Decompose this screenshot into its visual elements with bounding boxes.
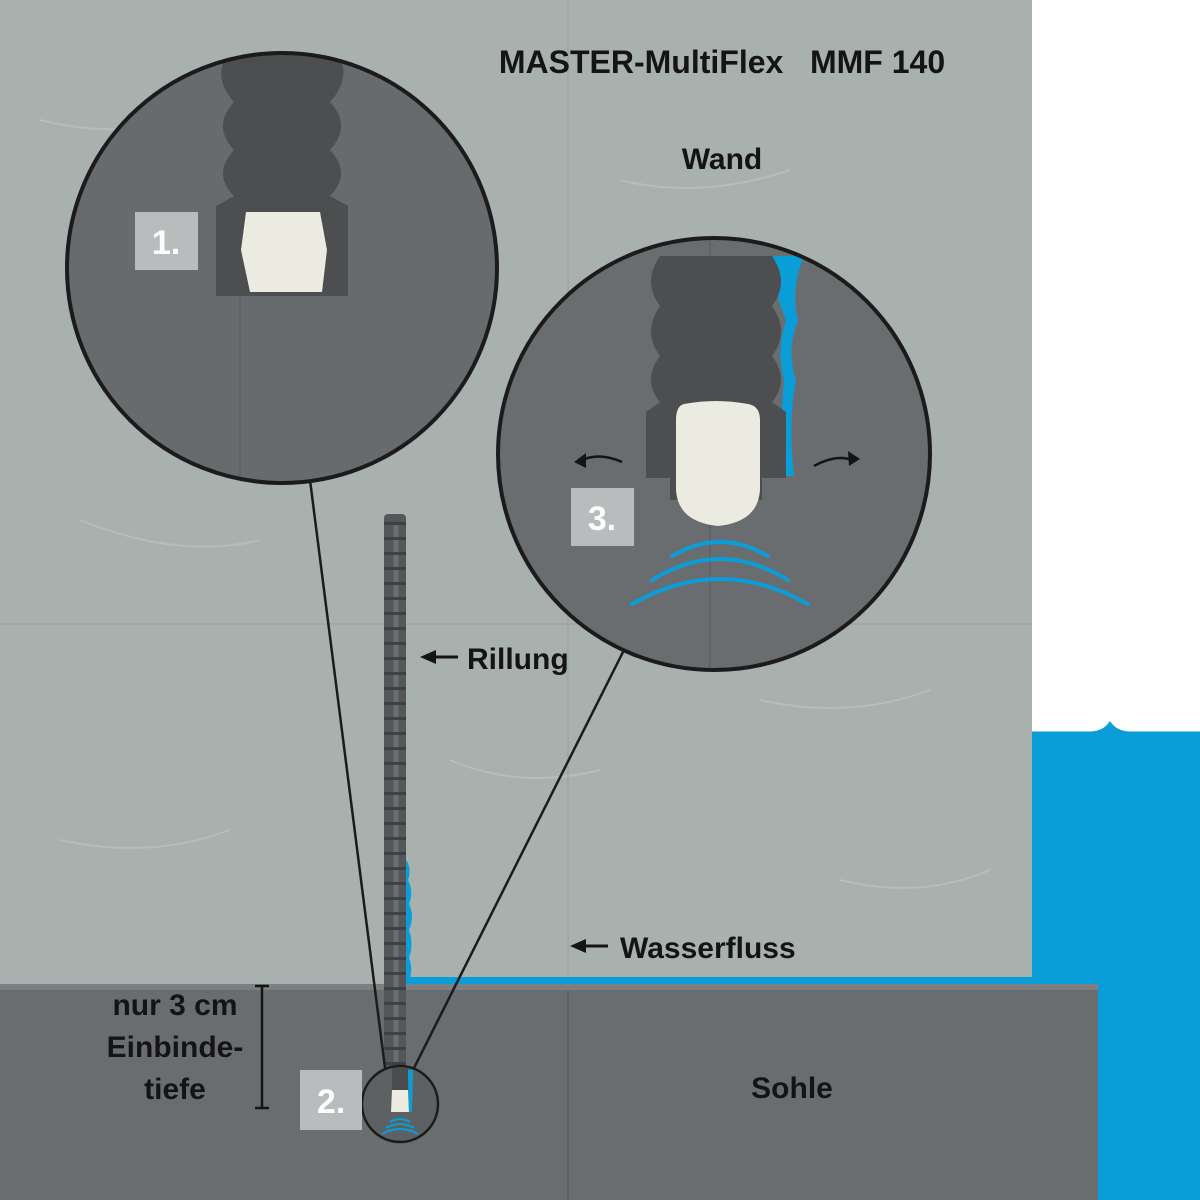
- floor-slab: [0, 988, 1098, 1200]
- lens-step-1: [65, 51, 499, 485]
- step-badge-3: 3.: [571, 488, 634, 546]
- diagram-title: MASTER-MultiFlex MMF 140: [499, 44, 945, 80]
- leader-line-3: [412, 651, 625, 1069]
- depth-label-line2: Einbinde-: [107, 1031, 244, 1064]
- grooved-profile: [384, 518, 406, 1088]
- groove-label: Rillung: [467, 643, 569, 676]
- floor-label: Sohle: [751, 1072, 833, 1105]
- step-3-label: 3.: [588, 500, 616, 538]
- lens2-water-sliver: [408, 1070, 413, 1112]
- profile-water: [406, 860, 412, 984]
- grooved-profile-tip: [384, 514, 406, 522]
- leader-line-1: [308, 479, 387, 1069]
- swell-arrow-right-head: [848, 451, 860, 466]
- left-arrow-icon-water: [570, 939, 608, 953]
- depth-label-line1: nur 3 cm: [112, 989, 237, 1022]
- lens1-plug: [241, 212, 327, 292]
- water-flow-label: Wasserfluss: [620, 932, 796, 965]
- water-wave-icon: [630, 540, 810, 606]
- lens2-plug: [391, 1090, 409, 1112]
- wall-label: Wand: [682, 143, 763, 176]
- step-1-label: 1.: [152, 224, 180, 262]
- step-2-label: 2.: [317, 1083, 345, 1121]
- water-surface-edge: [1032, 714, 1200, 732]
- step-badge-1: 1.: [135, 212, 198, 270]
- step-badge-2: 2.: [300, 1070, 362, 1130]
- left-arrow-icon: [420, 650, 458, 664]
- lens3-plug-swollen: [676, 401, 760, 526]
- swell-arrow-left-head: [574, 453, 586, 468]
- lens-step-2: [360, 1064, 440, 1144]
- depth-label-line3: tiefe: [144, 1073, 206, 1106]
- wall-texture: [39, 117, 991, 889]
- floor-top-edge: [0, 984, 1098, 990]
- lens3-water-channel: [768, 256, 804, 476]
- depth-bracket: [255, 984, 269, 1110]
- lens-step-3: [496, 236, 932, 672]
